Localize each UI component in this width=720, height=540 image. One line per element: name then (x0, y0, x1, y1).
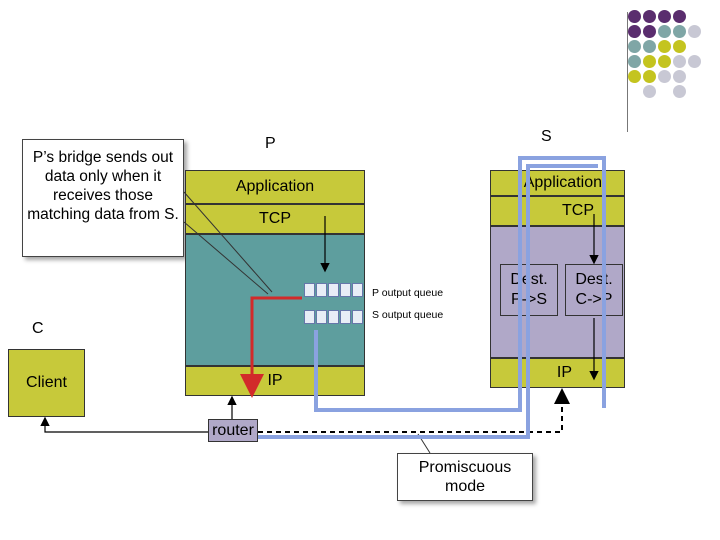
decorative-dot (688, 40, 701, 53)
decorative-dot (673, 70, 686, 83)
decorative-dot (628, 40, 641, 53)
decorative-dot (658, 55, 671, 68)
router-label: router (212, 421, 254, 439)
router-to-s-dashed-link (258, 388, 570, 433)
decorative-dot (658, 40, 671, 53)
decorative-dot (643, 55, 656, 68)
decorative-dot (658, 10, 671, 23)
p-output-queue-label: P output queue (372, 287, 444, 299)
p-tcp-label: TCP (259, 210, 291, 227)
decorative-dot (658, 70, 671, 83)
client-label: Client (26, 374, 67, 391)
promiscuous-mode-text: Promiscuous mode (418, 459, 512, 495)
decorative-dot (673, 40, 686, 53)
decorative-dot (628, 25, 641, 38)
queue-cell (352, 283, 363, 297)
host-c-label: C (32, 320, 44, 337)
decorative-dot (628, 55, 641, 68)
decorative-dot (643, 70, 656, 83)
p-application-layer: Application (185, 170, 365, 204)
router: router (208, 419, 258, 442)
p-application-label: Application (235, 178, 315, 195)
queue-cell (316, 310, 327, 324)
host-s-label: S (541, 128, 552, 145)
decorative-dot (643, 10, 656, 23)
decorative-dot (628, 10, 641, 23)
queue-cell (328, 310, 339, 324)
client-host: Client (8, 349, 85, 417)
decorative-dot (688, 25, 701, 38)
bridge-note-pointer-1 (183, 191, 273, 293)
queue-cell (328, 283, 339, 297)
bridge-note-text: P’s bridge sends out data only when it r… (27, 149, 179, 223)
decorative-dot (673, 85, 686, 98)
bridge-note-pointer-2 (183, 221, 269, 295)
p-output-queue (304, 283, 364, 297)
client-to-router-link (40, 416, 208, 433)
decorative-dot (673, 25, 686, 38)
s-output-queue (304, 310, 364, 324)
p-tcp-layer: TCP (185, 204, 365, 234)
promiscuous-mode-callout: Promiscuous mode (397, 453, 533, 501)
s-tcp-label: TCP (562, 202, 594, 219)
decorative-dot (643, 40, 656, 53)
queue-cell (352, 310, 363, 324)
host-p-label: P (265, 135, 276, 152)
bridge-note-callout: P’s bridge sends out data only when it r… (22, 139, 184, 257)
p-bridge-region (185, 234, 365, 366)
decorative-dot (643, 85, 656, 98)
p-ip-label: IP (267, 372, 283, 389)
p-to-s-blue-path (258, 164, 598, 439)
p-ip-layer: IP (185, 366, 365, 396)
decorative-dot-grid (628, 10, 708, 110)
decorative-dot (673, 10, 686, 23)
decorative-dot (673, 55, 686, 68)
decorative-vertical-rule (627, 12, 628, 132)
decorative-dot (688, 55, 701, 68)
queue-cell (340, 283, 351, 297)
queue-cell (340, 310, 351, 324)
s-ip-label: IP (556, 364, 572, 381)
decorative-dot (643, 25, 656, 38)
s-application-label: Application (523, 174, 602, 191)
p-bridge-red-path (240, 296, 302, 398)
queue-cell (304, 310, 315, 324)
s-output-queue-label: S output queue (372, 309, 444, 321)
queue-cell (304, 283, 315, 297)
queue-cell (316, 283, 327, 297)
decorative-dot (628, 70, 641, 83)
s-to-p-blue-path (314, 156, 606, 412)
decorative-dot (658, 25, 671, 38)
